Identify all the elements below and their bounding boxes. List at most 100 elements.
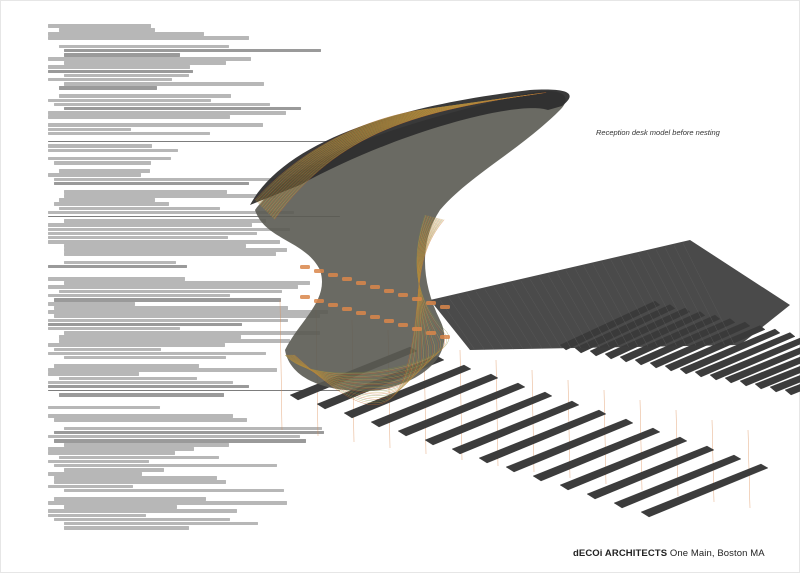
code-line — [64, 52, 180, 57]
shell-contour — [263, 101, 478, 209]
code-line — [48, 148, 178, 153]
code-line — [54, 347, 162, 352]
panel-rib — [529, 278, 572, 349]
connector-bar — [356, 281, 366, 285]
code-line — [48, 434, 300, 439]
panel-rib — [610, 260, 658, 347]
panel-rib — [637, 253, 687, 346]
code-line — [48, 384, 250, 389]
code-line — [59, 339, 291, 343]
connector-bar — [384, 319, 394, 323]
panel-rib — [619, 257, 668, 347]
connector-bar — [426, 331, 436, 335]
code-line — [54, 476, 218, 480]
code-line — [48, 472, 142, 476]
code-line — [48, 110, 286, 115]
code-line — [64, 61, 227, 65]
code-line — [48, 277, 186, 281]
shell-contour — [264, 101, 482, 210]
desk-fin — [370, 373, 499, 428]
code-line — [54, 314, 320, 319]
connector-bar — [300, 295, 310, 299]
code-line — [59, 44, 229, 49]
panel-rib — [682, 243, 735, 345]
desk-fin — [640, 463, 769, 518]
code-line — [59, 169, 151, 173]
panel-rib — [556, 272, 600, 348]
code-line — [48, 285, 299, 290]
code-line — [59, 86, 158, 90]
code-line — [48, 302, 135, 306]
panel-rib — [511, 283, 552, 349]
code-line — [54, 202, 170, 206]
connector-bar — [426, 301, 436, 305]
code-line — [48, 447, 195, 451]
code-line — [48, 65, 190, 69]
code-line — [48, 405, 161, 410]
code-line — [48, 484, 133, 489]
shell-contour — [274, 92, 547, 220]
code-line — [48, 144, 153, 148]
code-line — [64, 260, 177, 265]
code-line — [59, 28, 155, 32]
code-line — [64, 189, 228, 194]
code-line — [64, 281, 310, 285]
desk-fin — [724, 347, 800, 384]
shell-contour — [292, 218, 441, 398]
code-line — [54, 418, 248, 422]
panel-rib — [493, 287, 533, 349]
code-line — [48, 343, 226, 348]
code-line — [54, 496, 206, 501]
panel-rib — [628, 255, 677, 346]
code-line — [59, 94, 231, 98]
code-line — [48, 513, 147, 518]
code-line — [48, 123, 264, 127]
code-line — [64, 331, 320, 335]
code-line — [59, 376, 197, 381]
connector-bar — [314, 299, 324, 303]
code-line — [48, 156, 172, 161]
panel-rib — [547, 274, 591, 348]
code-line — [54, 306, 288, 310]
code-line — [48, 216, 340, 218]
connector-bar — [328, 273, 338, 277]
desk-fin — [559, 436, 688, 491]
desk-fin — [784, 384, 800, 396]
code-line — [48, 231, 257, 236]
shell-contour — [290, 217, 437, 390]
code-line — [48, 318, 288, 323]
code-line — [64, 106, 302, 111]
desk-fin — [424, 391, 553, 446]
code-line — [48, 310, 328, 314]
desk-fin — [397, 382, 526, 437]
support-strut — [279, 299, 283, 431]
code-line — [64, 252, 277, 256]
desk-fin — [739, 356, 800, 387]
code-line — [54, 160, 151, 165]
connector-bar — [342, 307, 352, 311]
code-line — [64, 426, 323, 431]
code-line — [48, 115, 231, 119]
code-line — [48, 351, 267, 356]
connector-bar — [328, 303, 338, 307]
shell-contour — [291, 218, 438, 392]
code-line — [48, 223, 253, 227]
code-line — [54, 480, 226, 484]
code-line — [64, 81, 264, 86]
desk-fin — [613, 454, 742, 509]
panel-rib — [457, 295, 495, 350]
connector-bar — [342, 277, 352, 281]
code-line — [64, 443, 230, 447]
desk-fin — [769, 375, 800, 393]
shell-contour — [293, 219, 443, 402]
code-line — [48, 69, 194, 74]
shell-contour — [260, 104, 459, 207]
code-line — [48, 414, 233, 418]
shell-contour — [257, 107, 436, 203]
code-line — [59, 335, 242, 339]
code-line — [64, 248, 288, 252]
desk-fin — [694, 332, 796, 378]
code-line — [48, 210, 294, 215]
code-line — [48, 32, 205, 36]
code-line — [59, 393, 224, 398]
